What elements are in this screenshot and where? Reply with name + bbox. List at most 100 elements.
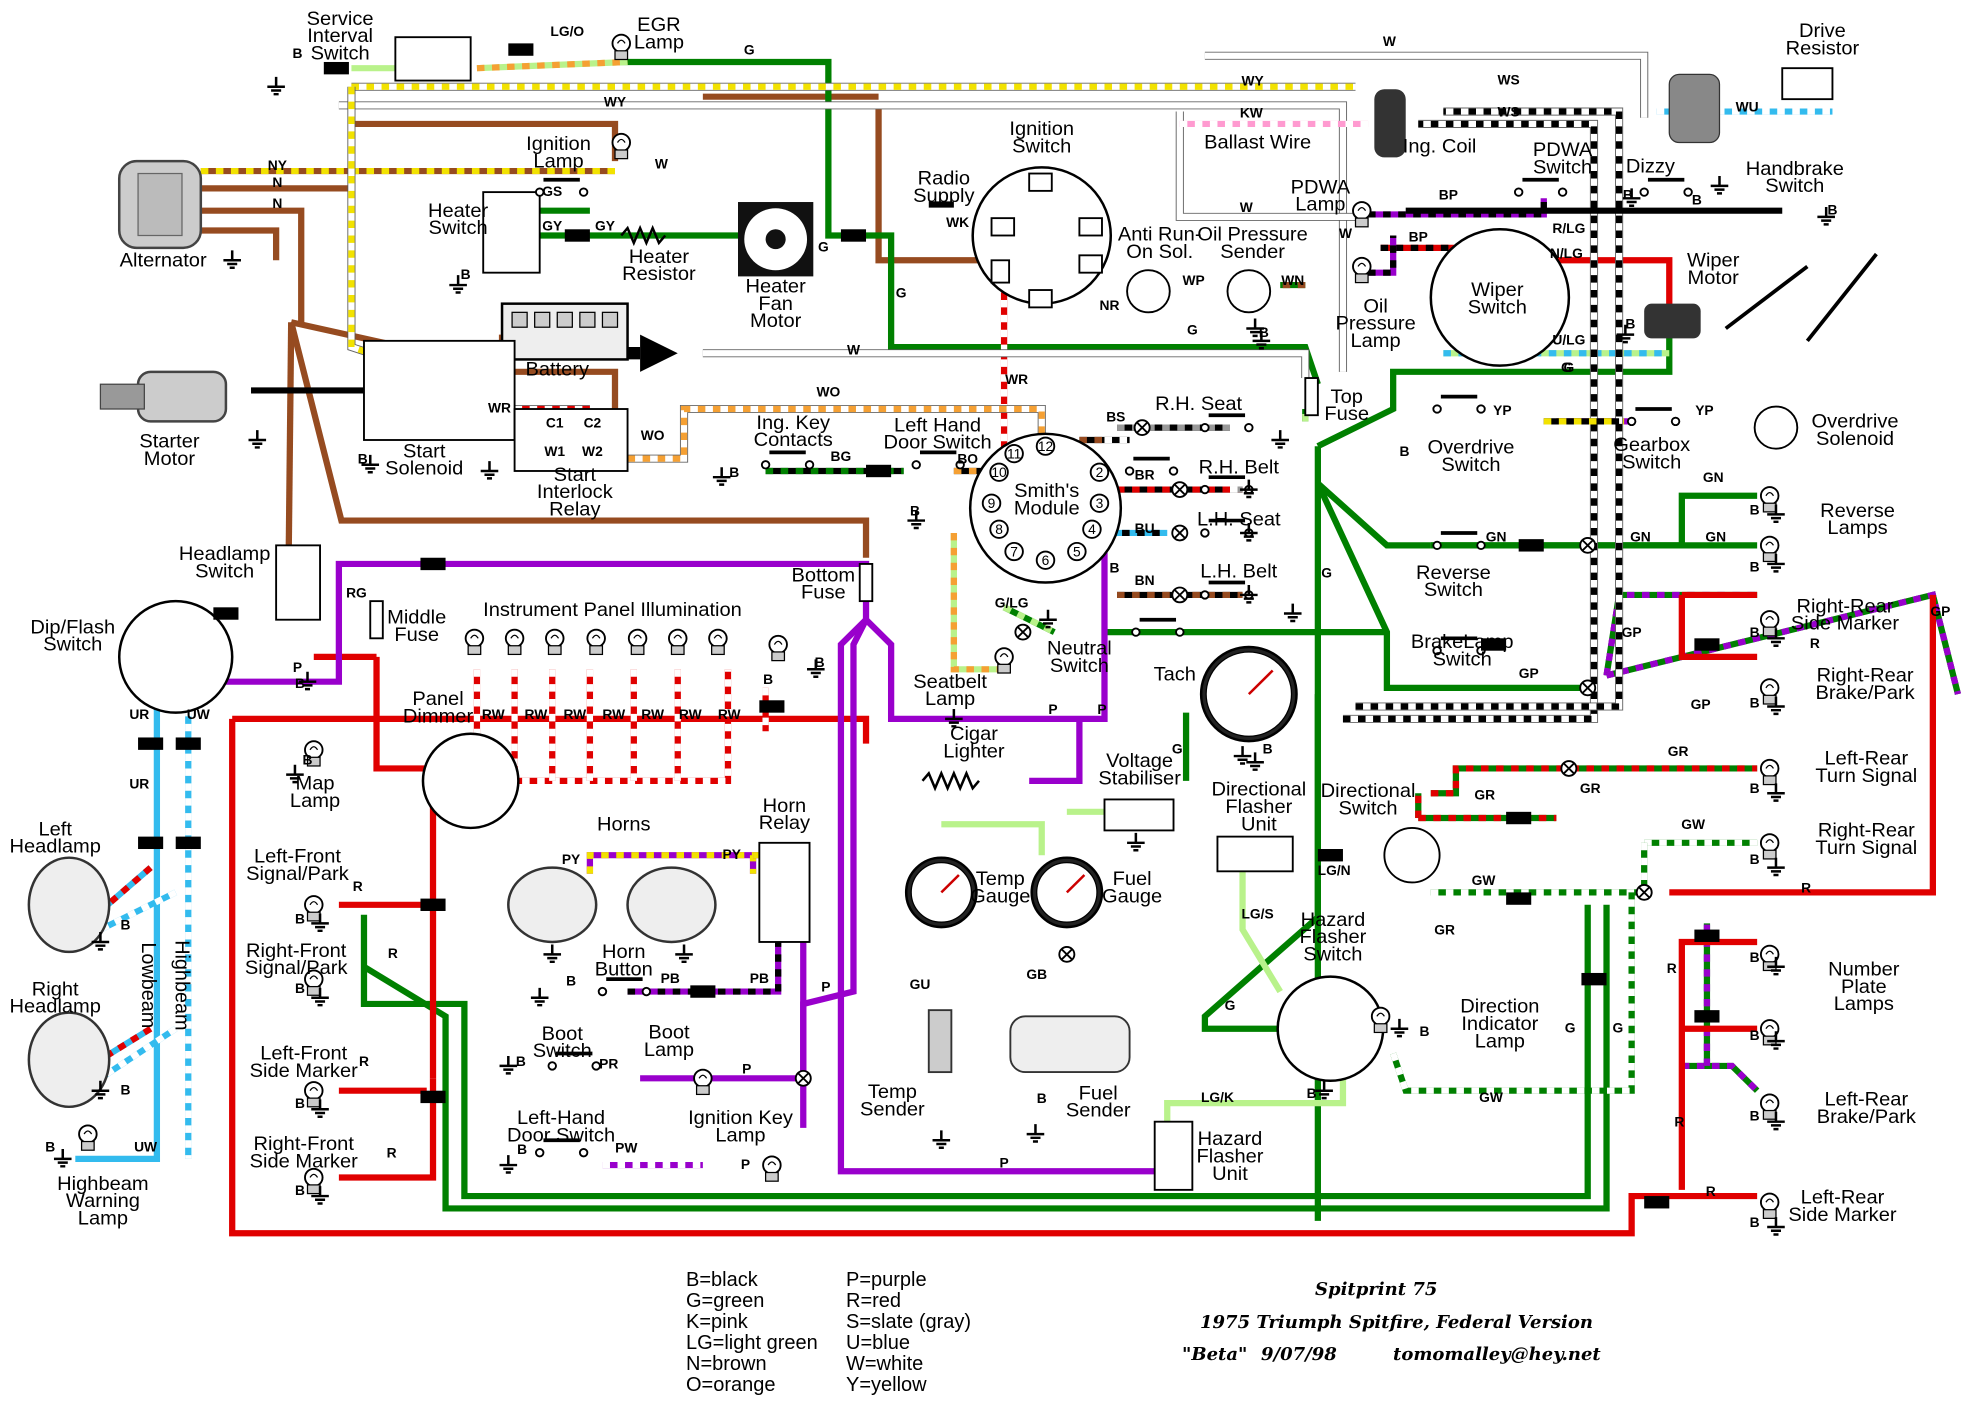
ground-icon — [907, 510, 926, 530]
lamp-icon — [1352, 256, 1372, 284]
wire-code: GW — [1681, 817, 1705, 832]
wire-code: B — [1750, 696, 1760, 711]
wire-code: B — [1307, 1086, 1317, 1101]
drive-resistor-icon — [1781, 67, 1834, 101]
diagram-date: 9/07/98 — [1261, 1344, 1337, 1365]
wire — [229, 718, 1758, 1237]
dip-flash-switch-dial — [117, 599, 234, 714]
wire — [702, 350, 1309, 379]
wire-code: C2 — [584, 416, 602, 431]
wire-code: B — [1750, 852, 1760, 867]
legend-item: B=black — [686, 1269, 758, 1291]
wire-code: WR — [1005, 372, 1028, 387]
indicator-lamp-icon — [1171, 524, 1189, 542]
wire — [800, 618, 869, 1128]
wire-code: R — [1674, 1115, 1684, 1130]
lamp-icon — [611, 132, 632, 160]
inline-connector — [1506, 892, 1532, 905]
ground-icon — [1616, 324, 1635, 344]
module-pin — [1089, 462, 1110, 482]
lamp-icon — [1759, 486, 1780, 513]
wire-code: B — [461, 267, 471, 282]
wire-code: RW — [525, 707, 548, 722]
wire-code: RW — [602, 707, 625, 722]
ground-icon — [1127, 832, 1145, 852]
ground-icon — [1767, 554, 1785, 573]
temp-sender-icon — [927, 1009, 953, 1074]
switch-icon — [1124, 456, 1179, 476]
wire-code: B — [763, 672, 773, 687]
legend-item: R=red — [846, 1290, 902, 1312]
wire-code: GW — [1472, 873, 1496, 888]
ground-icon — [499, 1056, 518, 1075]
lamp-icon — [1352, 201, 1372, 228]
wire-code: GW — [1479, 1090, 1503, 1105]
connector-box — [990, 217, 1016, 237]
module-pin — [1035, 550, 1056, 570]
connector-box — [1216, 835, 1294, 873]
wire-code: LG/O — [550, 24, 584, 39]
wire-code: GN — [1705, 530, 1726, 545]
wire-code: WK — [946, 215, 969, 230]
switch-icon — [1200, 413, 1254, 433]
wire-code: GR — [1668, 744, 1689, 759]
fuse-icon — [858, 563, 874, 603]
wire-code: U/LG — [1552, 333, 1585, 348]
module-pin — [1004, 444, 1024, 464]
start-interlock-relay-box — [513, 408, 629, 472]
wire-code: R — [1706, 1184, 1716, 1199]
wire — [941, 821, 1045, 856]
wire-code: W — [1339, 226, 1352, 241]
inline-connector — [1518, 539, 1544, 552]
ground-icon — [945, 708, 963, 728]
wire-code: B — [1420, 1024, 1430, 1039]
wire-code: B — [815, 655, 825, 670]
wire-code: WY — [604, 95, 626, 110]
ground-icon — [1767, 1111, 1785, 1131]
module-pin-number: 12 — [1038, 439, 1053, 454]
switch-icon — [1432, 636, 1486, 656]
module-pin-number: 11 — [1007, 447, 1021, 462]
wire-code: B — [1750, 781, 1760, 796]
wire-code: B — [295, 1183, 305, 1198]
wire — [476, 669, 732, 784]
switch-icon — [1626, 407, 1681, 427]
wire-code: GY — [595, 219, 615, 234]
lamp-icon — [78, 1124, 98, 1151]
legend-item: Y=yellow — [846, 1374, 927, 1396]
lamp-icon — [668, 628, 688, 656]
module-pin-number: 9 — [988, 496, 996, 511]
inline-connector — [1317, 849, 1343, 862]
indicator-lamp-icon — [1579, 679, 1597, 697]
wire — [1201, 694, 1321, 1032]
wire-code: PY — [562, 852, 580, 867]
wire — [1315, 482, 1582, 691]
wire-code: W — [847, 343, 860, 358]
wire — [1678, 938, 1758, 1190]
wire-code: YP — [1493, 403, 1511, 418]
fuse-icon — [1304, 377, 1319, 417]
wire-code: G — [1565, 1021, 1576, 1036]
coil-icon — [1374, 89, 1406, 158]
wire — [1176, 111, 1356, 220]
wire — [348, 86, 428, 375]
lamp-icon — [304, 895, 324, 922]
